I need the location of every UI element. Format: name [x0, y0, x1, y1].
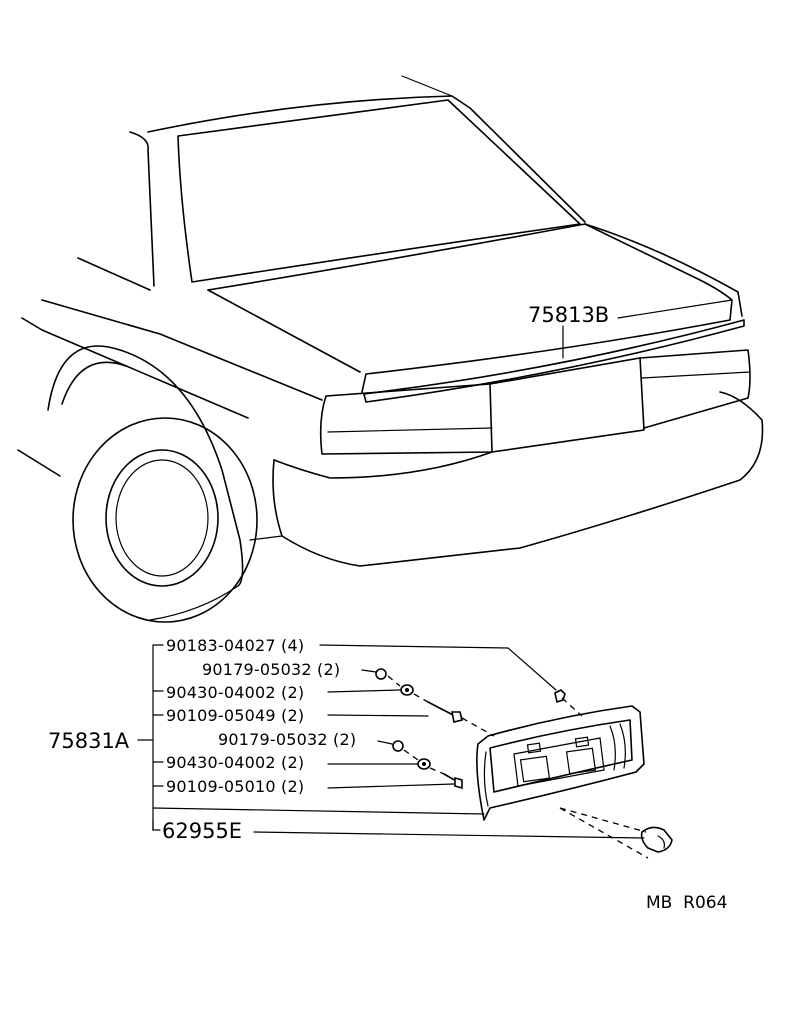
deck-right-edge — [584, 223, 743, 317]
leader-7 — [327, 783, 455, 789]
garnish-end-left — [483, 751, 489, 807]
assembly-line-nut-upper — [387, 675, 401, 687]
assembly-line-nut-lower — [403, 749, 419, 761]
molding-leader — [562, 299, 733, 359]
molding-callout: 75813B — [528, 303, 609, 327]
part-label-4: 90109-05049 (2) — [166, 706, 304, 725]
nut-lower — [392, 740, 404, 752]
part-label-3: 90430-04002 (2) — [166, 683, 304, 702]
rear-window — [177, 99, 581, 283]
wheel-arch — [47, 345, 244, 587]
lamp-callout: 62955E — [162, 819, 242, 843]
leader-lamp — [253, 831, 645, 839]
clip-slot-right — [574, 736, 590, 748]
door-bottom — [17, 449, 61, 477]
roof-outline — [147, 95, 586, 223]
clip-slot-left — [526, 742, 542, 754]
assembly-callout: 75831A — [48, 729, 130, 753]
ground-line — [149, 585, 239, 621]
taillamp-left — [319, 383, 493, 455]
leader-5 — [377, 740, 393, 745]
bolt-upper-head — [451, 711, 463, 723]
license-lamp — [640, 826, 673, 853]
washer-upper-hole — [405, 688, 409, 692]
rear-bumper — [272, 391, 764, 567]
wheel-rim — [115, 459, 209, 577]
plate-recess — [489, 357, 645, 453]
screw-lower-head — [454, 776, 463, 790]
part-label-6: 90430-04002 (2) — [166, 753, 304, 772]
wheel-arch-inner — [61, 361, 127, 405]
plate-lamp-hole-right — [565, 747, 597, 775]
leader-4 — [327, 714, 429, 717]
assembly-line-lamp — [559, 807, 649, 859]
trunk-lid — [207, 223, 733, 393]
exploded-assembly — [375, 668, 673, 859]
assembly-line-washer-lower — [429, 767, 445, 775]
nut-upper — [375, 668, 387, 680]
door-line-upper — [77, 257, 151, 291]
bracket-to-panel — [152, 807, 485, 815]
garnish-panel — [476, 705, 645, 821]
rear-tire — [72, 417, 258, 623]
door-line-lower — [41, 299, 323, 401]
part-label-1: 90183-04027 (4) — [166, 636, 304, 655]
car-illustration — [17, 75, 764, 623]
license-lamp-lens — [657, 835, 665, 849]
bracket-main — [137, 644, 154, 831]
roof-line — [401, 75, 453, 97]
bracket-to-lamp — [152, 819, 161, 831]
taillamp-left-line — [327, 427, 493, 433]
assembly-line-clip — [561, 697, 583, 717]
rear-wheel — [105, 449, 219, 587]
garnish-end-right — [609, 723, 626, 771]
garnish-recess — [513, 737, 605, 787]
part-label-7: 90109-05010 (2) — [166, 777, 304, 796]
plate-lamp-hole-left — [519, 755, 551, 783]
trunk-side — [207, 289, 361, 373]
c-pillar — [129, 131, 155, 287]
bolt-upper — [427, 701, 456, 717]
garnish-inner — [489, 719, 633, 793]
washer-lower-hole — [422, 762, 426, 766]
taillamp-right-line — [641, 371, 751, 379]
taillamp-right — [639, 349, 751, 429]
body-side-line — [21, 317, 249, 419]
part-label-5: 90179-05032 (2) — [218, 730, 356, 749]
figure-code: MB R064 — [646, 893, 727, 913]
part-label-2: 90179-05032 (2) — [202, 660, 340, 679]
bumper-top — [273, 451, 493, 479]
leader-3 — [327, 689, 401, 693]
leader-1 — [319, 644, 557, 691]
assembly-line-bolt-upper — [461, 717, 495, 737]
part-list: 75831A 90183-04027 (4) 90179-05032 (2) 9… — [48, 636, 645, 843]
leader-2 — [361, 669, 377, 673]
assembly-line-washer-upper — [413, 693, 429, 703]
